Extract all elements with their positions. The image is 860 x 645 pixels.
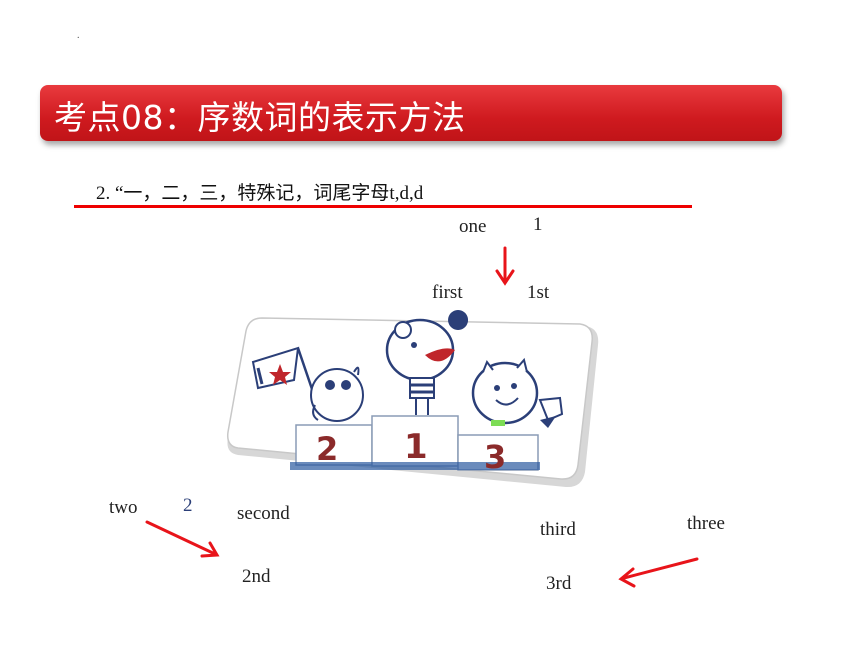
number-one: 1 xyxy=(533,214,543,235)
rule-text: 2. “一，二，三，特殊记，词尾字母t,d,d xyxy=(96,183,424,204)
ordinal-first: 1st xyxy=(527,282,550,303)
word-second: second xyxy=(237,503,290,524)
ordinal-second: 2nd xyxy=(242,566,271,587)
podium-number-3: 3 xyxy=(484,438,506,476)
word-three: three xyxy=(687,513,725,534)
podium-illustration: 2 1 3 xyxy=(226,310,599,488)
rule-underline xyxy=(74,205,692,208)
page-title: 考点08：序数词的表示方法 xyxy=(54,98,466,137)
number-two: 2 xyxy=(183,495,193,516)
title-banner: 考点08：序数词的表示方法 xyxy=(40,85,782,141)
word-two: two xyxy=(109,497,138,518)
word-one: one xyxy=(459,216,487,237)
podium-number-2: 2 xyxy=(316,430,338,468)
dot-mark: . xyxy=(77,30,80,41)
word-third: third xyxy=(540,519,576,540)
arrow-three-to-third xyxy=(618,557,699,588)
ordinal-third: 3rd xyxy=(546,573,572,594)
podium-number-1: 1 xyxy=(404,427,428,467)
arrow-one-to-first xyxy=(495,246,515,286)
word-first: first xyxy=(432,282,463,303)
arrow-two-to-second xyxy=(145,520,220,558)
